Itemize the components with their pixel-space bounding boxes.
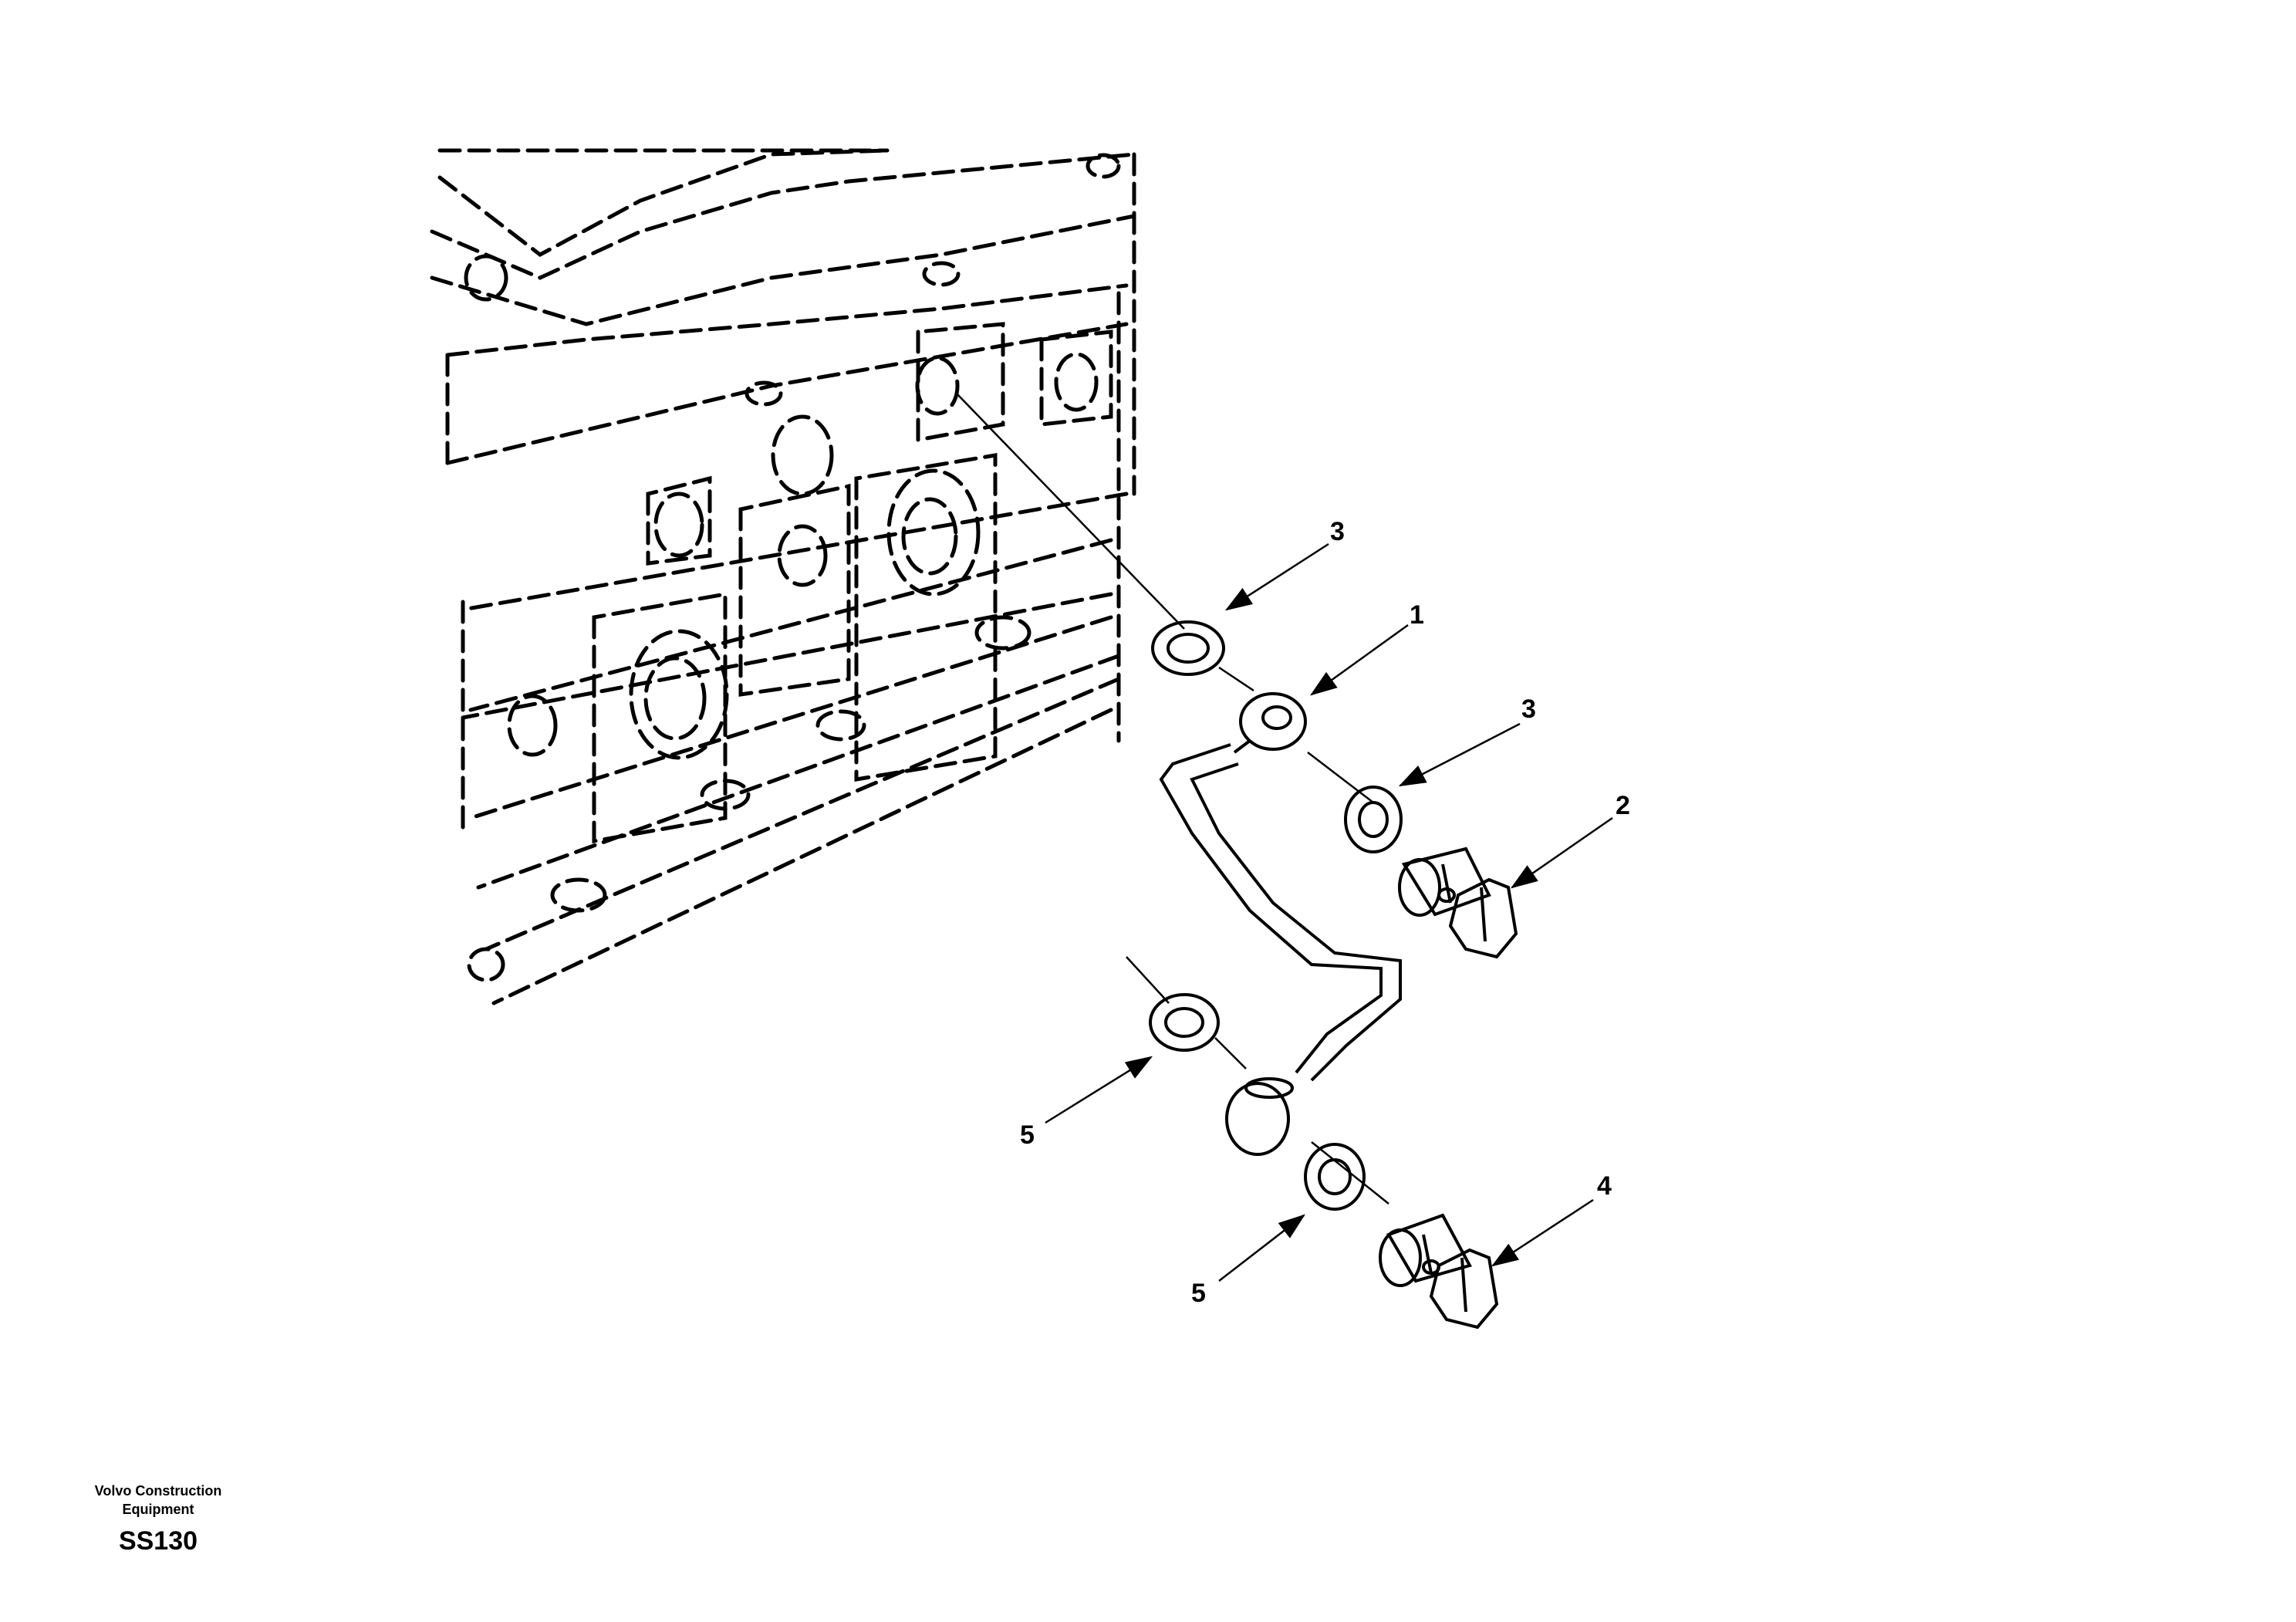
- callout-labels: 3 1 3 2 5 5 4: [1020, 517, 1630, 1308]
- callout-1: 1: [1410, 600, 1424, 630]
- washer-5-upper: [1149, 993, 1220, 1052]
- callout-5-lower: 5: [1191, 1279, 1206, 1308]
- company-name-line1: Volvo Construction: [94, 1483, 222, 1499]
- engine-block-outline: [430, 148, 1136, 1005]
- company-name-line2: Equipment: [122, 1502, 194, 1517]
- callout-5-upper: 5: [1020, 1120, 1035, 1150]
- figure-code: SS130: [118, 1526, 198, 1556]
- washer-3-lower: [1344, 786, 1403, 853]
- footer-block: Volvo Construction Equipment SS130: [69, 1482, 247, 1556]
- banjo-bolt-2: [1398, 846, 1518, 959]
- callout-3-upper: 3: [1330, 517, 1345, 546]
- washer-5-lower: [1304, 1143, 1366, 1211]
- callout-3-lower: 3: [1521, 694, 1536, 724]
- callout-4: 4: [1597, 1171, 1612, 1201]
- banjo-bolt-4: [1379, 1213, 1499, 1330]
- callout-leaders: [1045, 542, 1613, 1282]
- fuel-pipe-1: [1159, 692, 1402, 1156]
- callout-2: 2: [1616, 791, 1630, 820]
- washer-3-upper: [1151, 620, 1225, 676]
- assembly-center-lines: [956, 393, 1389, 1205]
